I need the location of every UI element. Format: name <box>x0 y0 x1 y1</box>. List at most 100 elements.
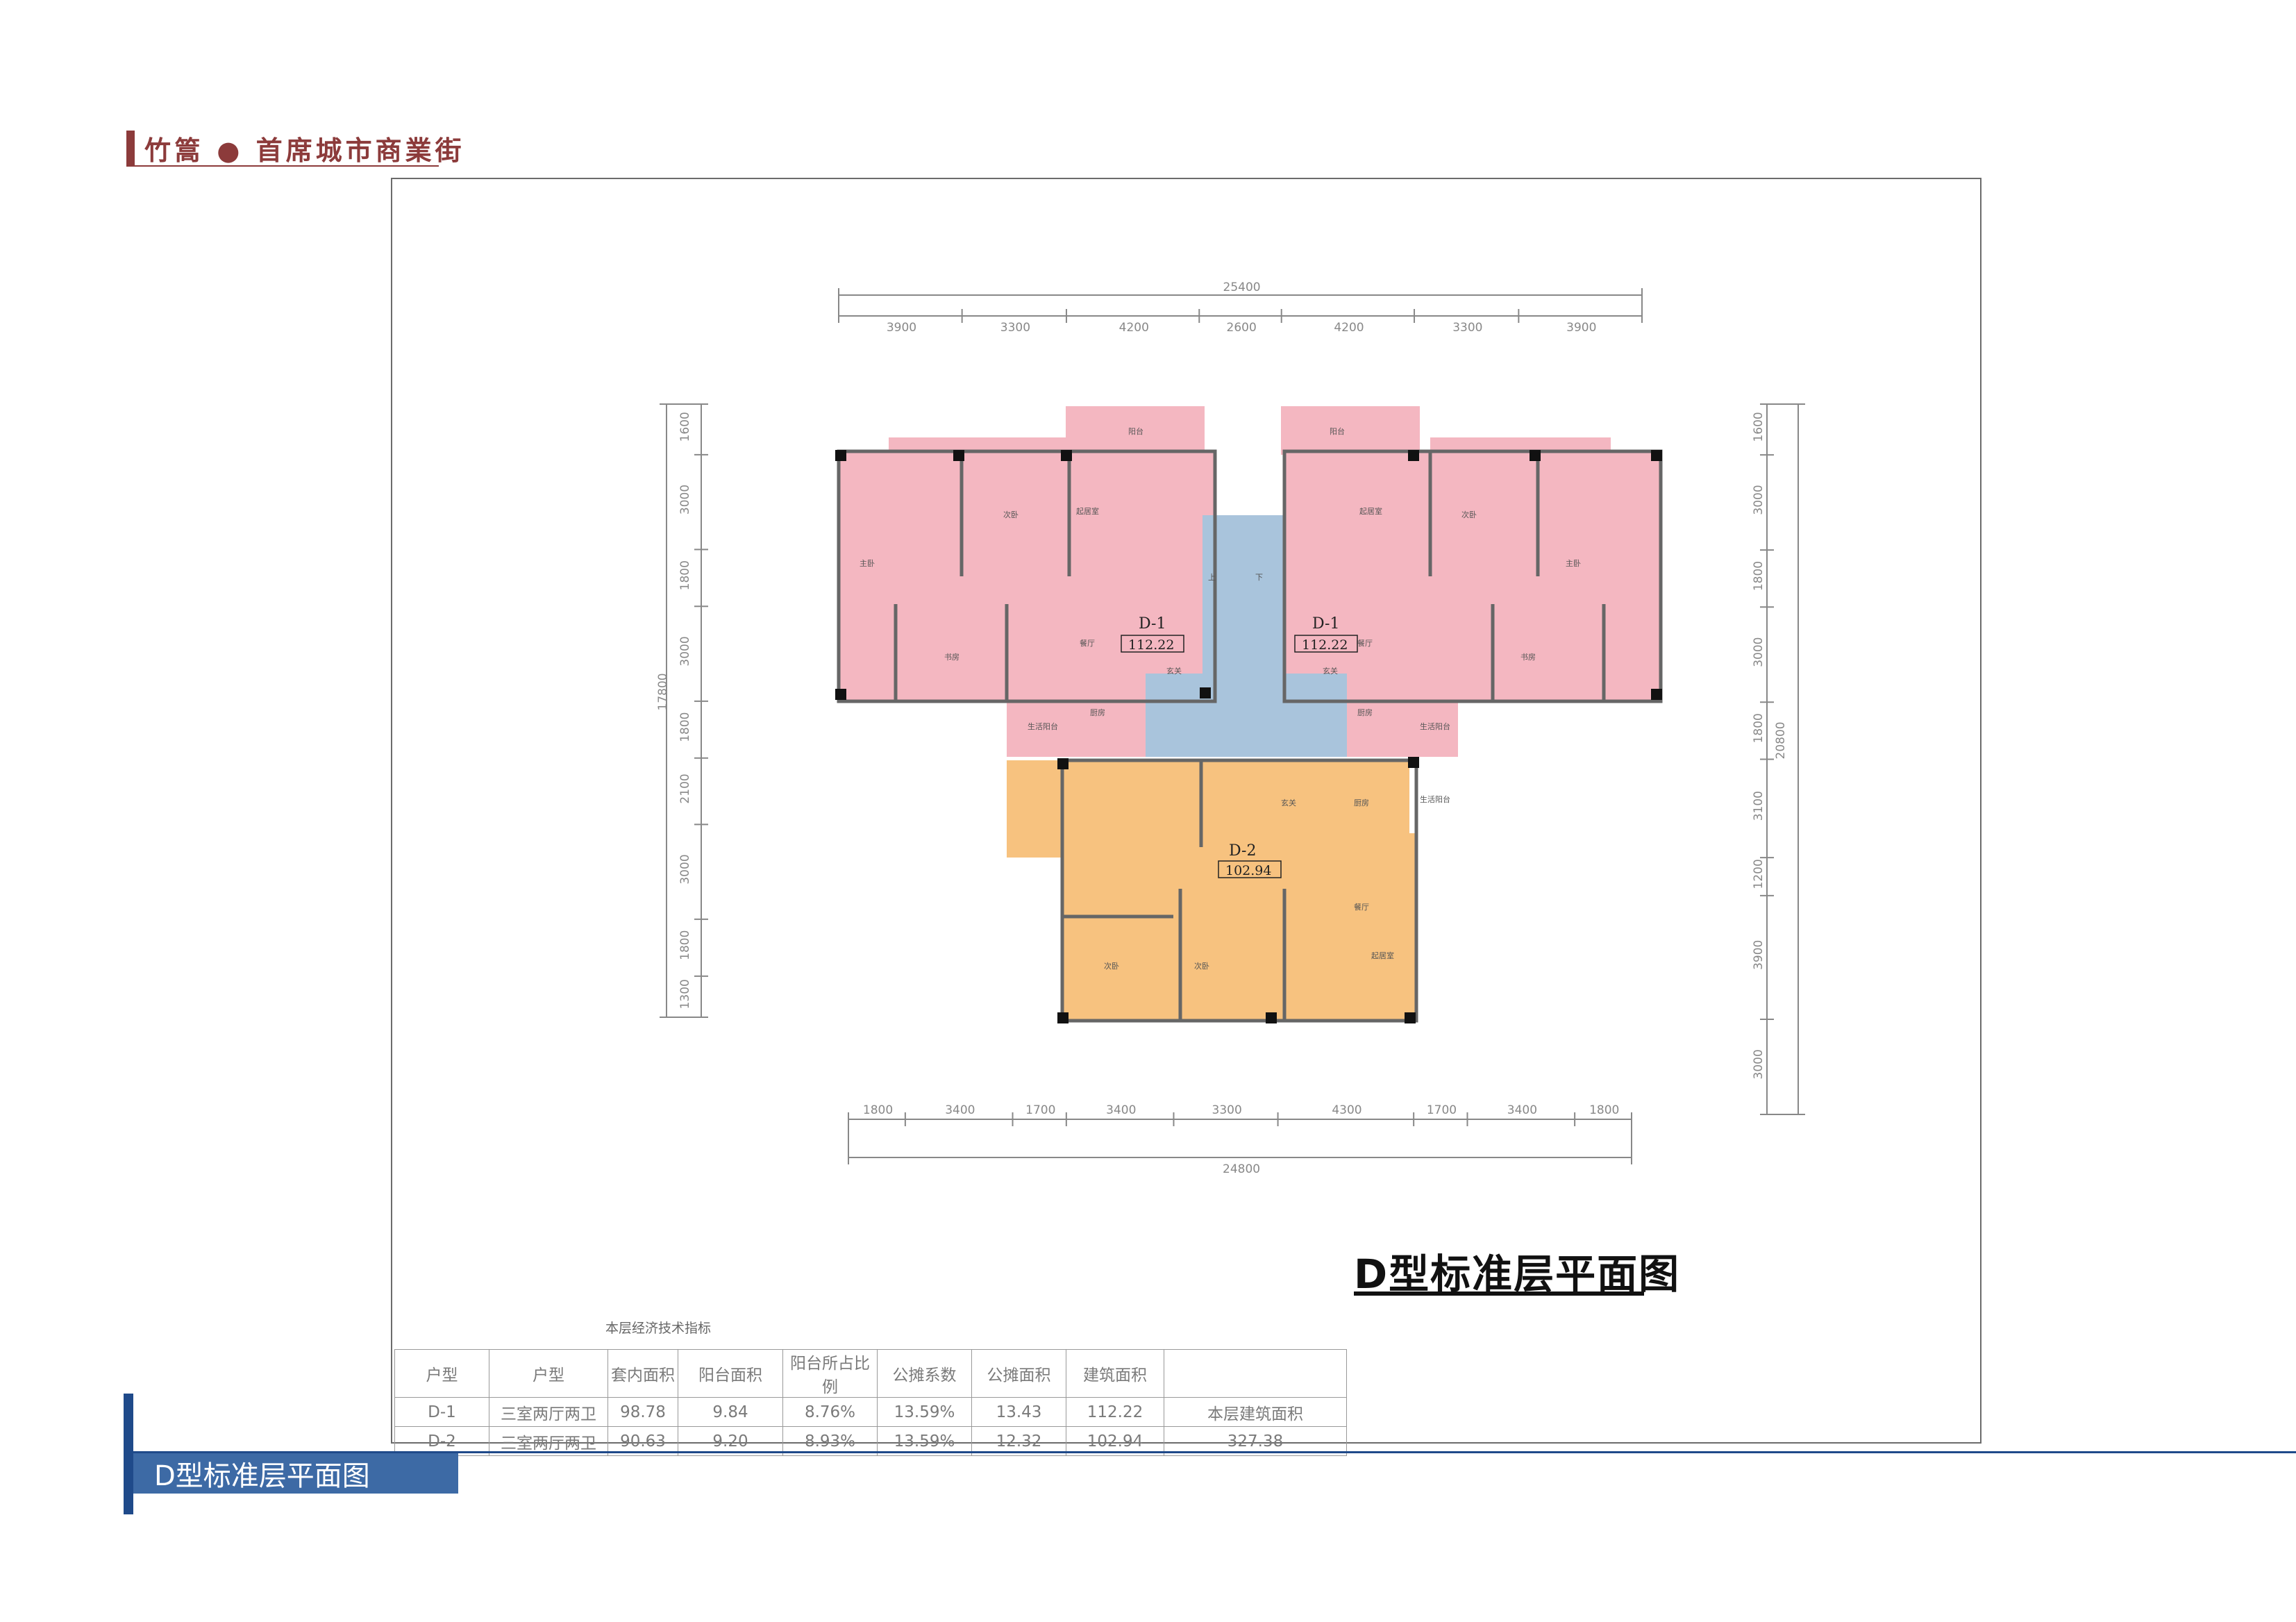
unit-label-d1-left: D-1 <box>1139 615 1166 633</box>
table-cell: 8.93% <box>782 1426 878 1456</box>
table-row: D-2 三室两厅两卫 90.63 9.20 8.93% 13.59% 12.32… <box>394 1426 1347 1456</box>
room-label: 次卧 <box>1194 961 1209 971</box>
tech-table: 户型 户型 套内面积 阳台面积 阳台所占比例 公摊系数 公摊面积 建筑面积 D-… <box>394 1349 1347 1456</box>
table-cell: 三室两厅两卫 <box>489 1397 608 1427</box>
dim-label: 3400 <box>1507 1103 1537 1117</box>
unit-area-d2: 102.94 <box>1225 863 1271 878</box>
dim-label: 1800 <box>1589 1103 1619 1117</box>
brand-bar <box>126 131 135 165</box>
dim-label: 3900 <box>1752 940 1766 970</box>
dim-label: 1700 <box>1025 1103 1055 1117</box>
footer-rule <box>133 1451 2296 1453</box>
table-header-cell: 建筑面积 <box>1066 1349 1164 1398</box>
room-label: 阳台 <box>1330 426 1345 436</box>
dim-label: 3000 <box>1752 1049 1766 1079</box>
dim-label: 20800 <box>1774 721 1788 759</box>
dim-label: 1800 <box>678 560 692 590</box>
dim-label: 3900 <box>887 321 916 335</box>
room-label: 起居室 <box>1371 951 1394 960</box>
unit-area-d1-left: 112.22 <box>1128 637 1174 653</box>
plan-title-underline <box>1354 1291 1644 1296</box>
room-label: 生活阳台 <box>1420 794 1450 804</box>
table-cell: 112.22 <box>1066 1397 1164 1427</box>
dim-label: 24800 <box>1223 1162 1260 1176</box>
dim-label: 1800 <box>1752 561 1766 591</box>
room-label: 生活阳台 <box>1028 721 1058 731</box>
table-header-cell: 公摊系数 <box>877 1349 972 1398</box>
room-label: 玄关 <box>1323 666 1338 676</box>
dim-label: 3000 <box>678 485 692 515</box>
room-label: 玄关 <box>1281 798 1296 808</box>
unit-labels: D-1 112.22 D-1 112.22 D-2 102.94 <box>1121 615 1358 878</box>
table-cell: 13.59% <box>877 1397 972 1427</box>
dim-label: 25400 <box>1223 281 1261 294</box>
table-cell: 13.59% <box>877 1426 972 1456</box>
table-cell: 90.63 <box>607 1426 678 1456</box>
table-cell: 8.76% <box>782 1397 878 1427</box>
room-labels: 阳台 阳台 起居室 起居室 次卧 次卧 主卧 主卧 书房 书房 餐厅 餐厅 厨房… <box>860 426 1581 971</box>
room-label: 生活阳台 <box>1420 721 1450 731</box>
room-label: 玄关 <box>1166 666 1182 676</box>
dim-label: 1800 <box>678 930 692 960</box>
dim-label: 1800 <box>1752 713 1766 743</box>
table-cell: 三室两厅两卫 <box>489 1426 608 1456</box>
room-label: 餐厅 <box>1354 902 1369 912</box>
table-cell: D-1 <box>394 1397 489 1427</box>
dim-label: 4300 <box>1332 1103 1361 1117</box>
plan-title: D型标准层平面图 <box>1354 1251 1681 1298</box>
dim-label: 3000 <box>678 636 692 666</box>
dim-label: 2600 <box>1227 321 1257 335</box>
table-cell: 327.38 <box>1164 1426 1347 1456</box>
dim-label: 1300 <box>678 979 692 1009</box>
brand-text: 竹篙 ● 首席城市商業街 <box>144 134 465 166</box>
columns <box>835 450 1662 1023</box>
table-cell: 98.78 <box>607 1397 678 1427</box>
table-header-row: 户型 户型 套内面积 阳台面积 阳台所占比例 公摊系数 公摊面积 建筑面积 <box>394 1349 1347 1398</box>
stair-up-label: 上 <box>1208 573 1216 582</box>
dim-label: 3300 <box>1000 321 1030 335</box>
room-label: 次卧 <box>1461 510 1477 519</box>
table-cell: D-2 <box>394 1426 489 1456</box>
unit-label-d2: D-2 <box>1229 842 1256 860</box>
room-label: 书房 <box>1520 653 1536 662</box>
dim-label: 3400 <box>1106 1103 1136 1117</box>
room-label: 书房 <box>944 653 960 662</box>
footer-accent-bar <box>124 1394 133 1514</box>
table-header-cell: 公摊面积 <box>971 1349 1066 1398</box>
dim-label: 17800 <box>656 673 670 710</box>
dim-label: 3400 <box>945 1103 975 1117</box>
table-header-cell: 阳台面积 <box>678 1349 783 1398</box>
dimension-lines <box>660 288 1805 1164</box>
dim-label: 3000 <box>678 854 692 884</box>
dim-label: 4200 <box>1119 321 1149 335</box>
dim-label: 3300 <box>1212 1103 1242 1117</box>
dim-label: 1800 <box>863 1103 893 1117</box>
brand-header: 竹篙 ● 首席城市商業街 <box>126 131 465 166</box>
dim-label: 3900 <box>1566 321 1596 335</box>
room-label: 主卧 <box>860 559 875 568</box>
room-label: 阳台 <box>1128 426 1143 436</box>
dimension-labels: 25400 3900 3300 4200 2600 4200 3300 3900 24800 18… <box>656 281 1788 1176</box>
room-label: 起居室 <box>1076 506 1099 516</box>
table-header-cell <box>1164 1349 1347 1398</box>
table-header-cell: 户型 <box>489 1349 608 1398</box>
stair-down-label: 下 <box>1255 573 1263 582</box>
room-label: 次卧 <box>1003 510 1019 519</box>
dim-label: 4200 <box>1334 321 1364 335</box>
unit-label-d1-right: D-1 <box>1312 615 1339 633</box>
dim-label: 1800 <box>678 712 692 742</box>
dim-label: 1600 <box>1752 412 1766 442</box>
table-cell: 本层建筑面积 <box>1164 1397 1347 1427</box>
unit-d2 <box>1007 760 1416 1021</box>
footer-title: D型标准层平面图 <box>133 1453 458 1494</box>
dim-label: 3000 <box>1752 637 1766 667</box>
table-cell: 12.32 <box>971 1426 1066 1456</box>
unit-area-d1-right: 112.22 <box>1302 637 1348 653</box>
room-label: 餐厅 <box>1357 638 1373 648</box>
brand-underline <box>126 165 439 167</box>
dim-label: 1600 <box>678 412 692 442</box>
dim-label: 3300 <box>1452 321 1482 335</box>
table-cell: 9.20 <box>678 1426 783 1456</box>
table-caption: 本层经济技术指标 <box>605 1321 712 1336</box>
